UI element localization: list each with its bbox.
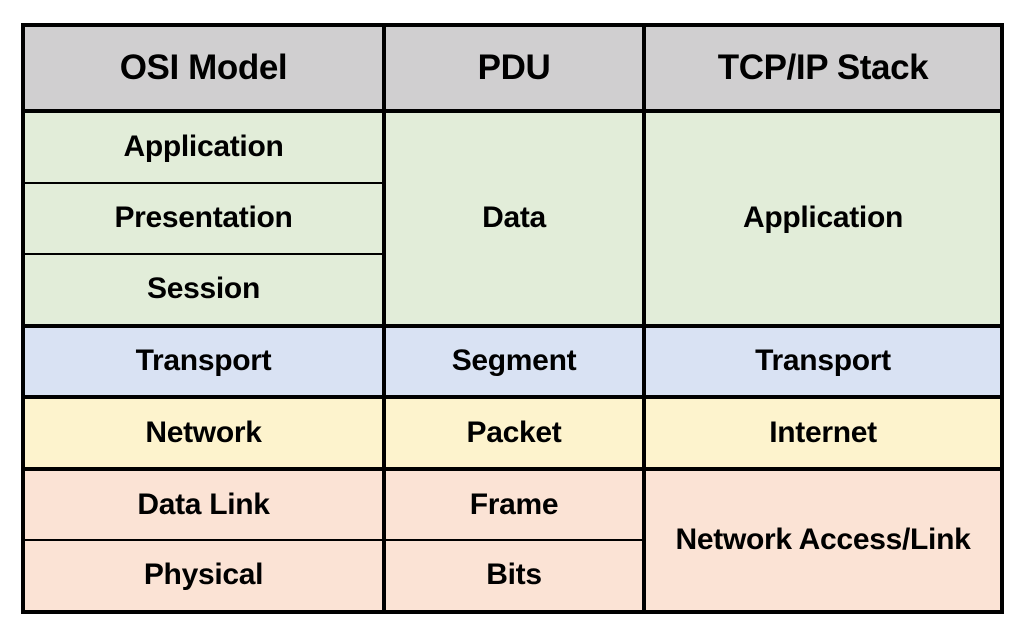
tcpip-layer-internet: Internet [644, 397, 1002, 471]
pdu-unit-segment: Segment [384, 325, 646, 399]
pdu-unit-data: Data [384, 111, 646, 328]
osi-layer-network: Network [23, 397, 386, 471]
osi-layer-data-link: Data Link [23, 468, 386, 541]
osi-layer-presentation: Presentation [23, 182, 386, 255]
osi-layer-session: Session [23, 254, 386, 328]
table-row-physical: Physical Bits [23, 540, 1002, 612]
pdu-unit-packet: Packet [384, 397, 646, 471]
table-row-session: Session [23, 254, 1002, 328]
table-row-presentation: Presentation [23, 182, 1002, 255]
table-row-transport: Transport Segment Transport [23, 325, 1002, 399]
pdu-unit-bits: Bits [384, 540, 646, 612]
osi-layer-transport: Transport [23, 325, 386, 399]
table-row-network: Network Packet Internet [23, 397, 1002, 471]
header-osi-model: OSI Model [23, 25, 386, 113]
tcpip-layer-transport: Transport [644, 325, 1002, 399]
osi-comparison-table: OSI Model PDU TCP/IP Stack Application D… [21, 23, 1004, 614]
header-pdu: PDU [384, 25, 646, 113]
pdu-unit-frame: Frame [384, 468, 646, 541]
header-tcpip-stack: TCP/IP Stack [644, 25, 1002, 113]
osi-comparison-table-container: OSI Model PDU TCP/IP Stack Application D… [21, 23, 1004, 614]
table-row-data-link: Data Link Frame Network Access/Link [23, 468, 1002, 612]
table-row-application: Application Data Application [23, 111, 1002, 328]
osi-layer-application: Application [23, 111, 386, 184]
table-header-row: OSI Model PDU TCP/IP Stack [23, 25, 1002, 113]
osi-layer-physical: Physical [23, 540, 386, 612]
tcpip-layer-network-access-link: Network Access/Link [644, 468, 1002, 612]
tcpip-layer-application: Application [644, 111, 1002, 328]
